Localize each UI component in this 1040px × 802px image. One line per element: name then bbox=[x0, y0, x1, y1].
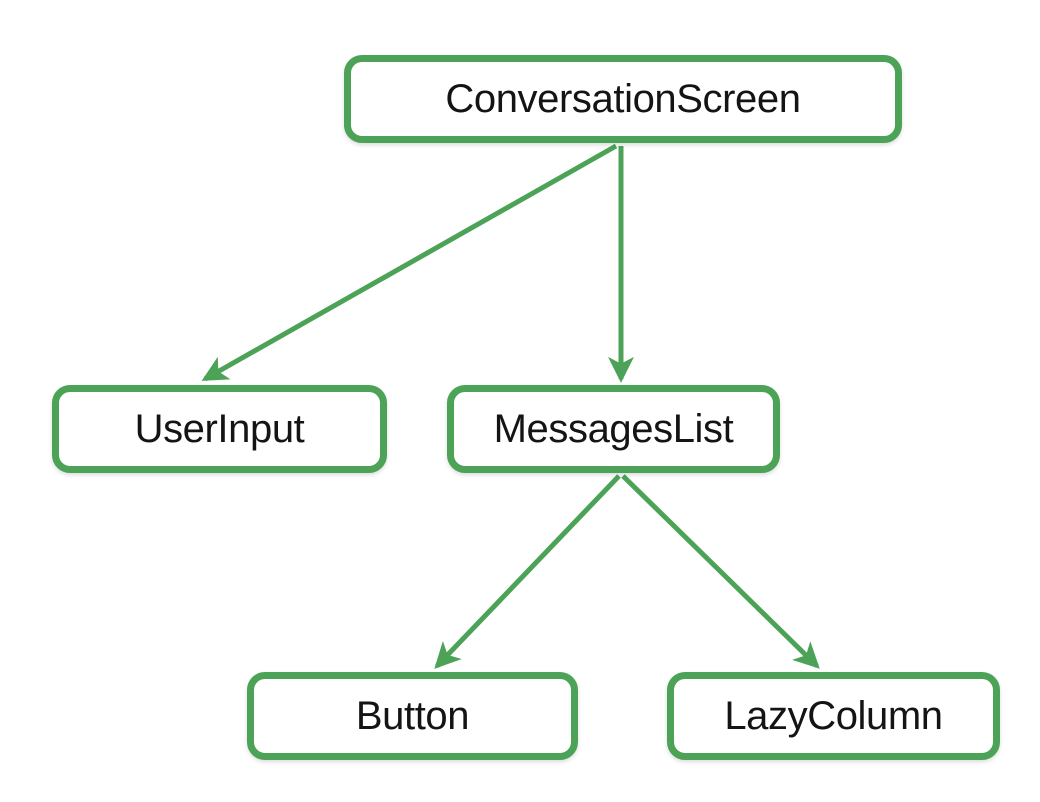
node-lazycolumn[interactable]: LazyColumn bbox=[667, 672, 1000, 760]
node-label: ConversationScreen bbox=[445, 77, 801, 121]
node-label: UserInput bbox=[134, 407, 305, 451]
node-userinput[interactable]: UserInput bbox=[52, 385, 387, 473]
node-label: LazyColumn bbox=[724, 694, 943, 738]
node-label: MessagesList bbox=[493, 407, 734, 451]
node-button[interactable]: Button bbox=[247, 672, 578, 760]
node-messageslist[interactable]: MessagesList bbox=[447, 385, 780, 473]
edge-messageslist-to-lazycolumn bbox=[621, 474, 820, 669]
node-label: Button bbox=[355, 694, 470, 738]
edge-messageslist-to-button bbox=[434, 474, 621, 669]
node-conversationscreen[interactable]: ConversationScreen bbox=[344, 55, 902, 143]
edge-conversationscreen-to-userinput bbox=[201, 143, 618, 382]
